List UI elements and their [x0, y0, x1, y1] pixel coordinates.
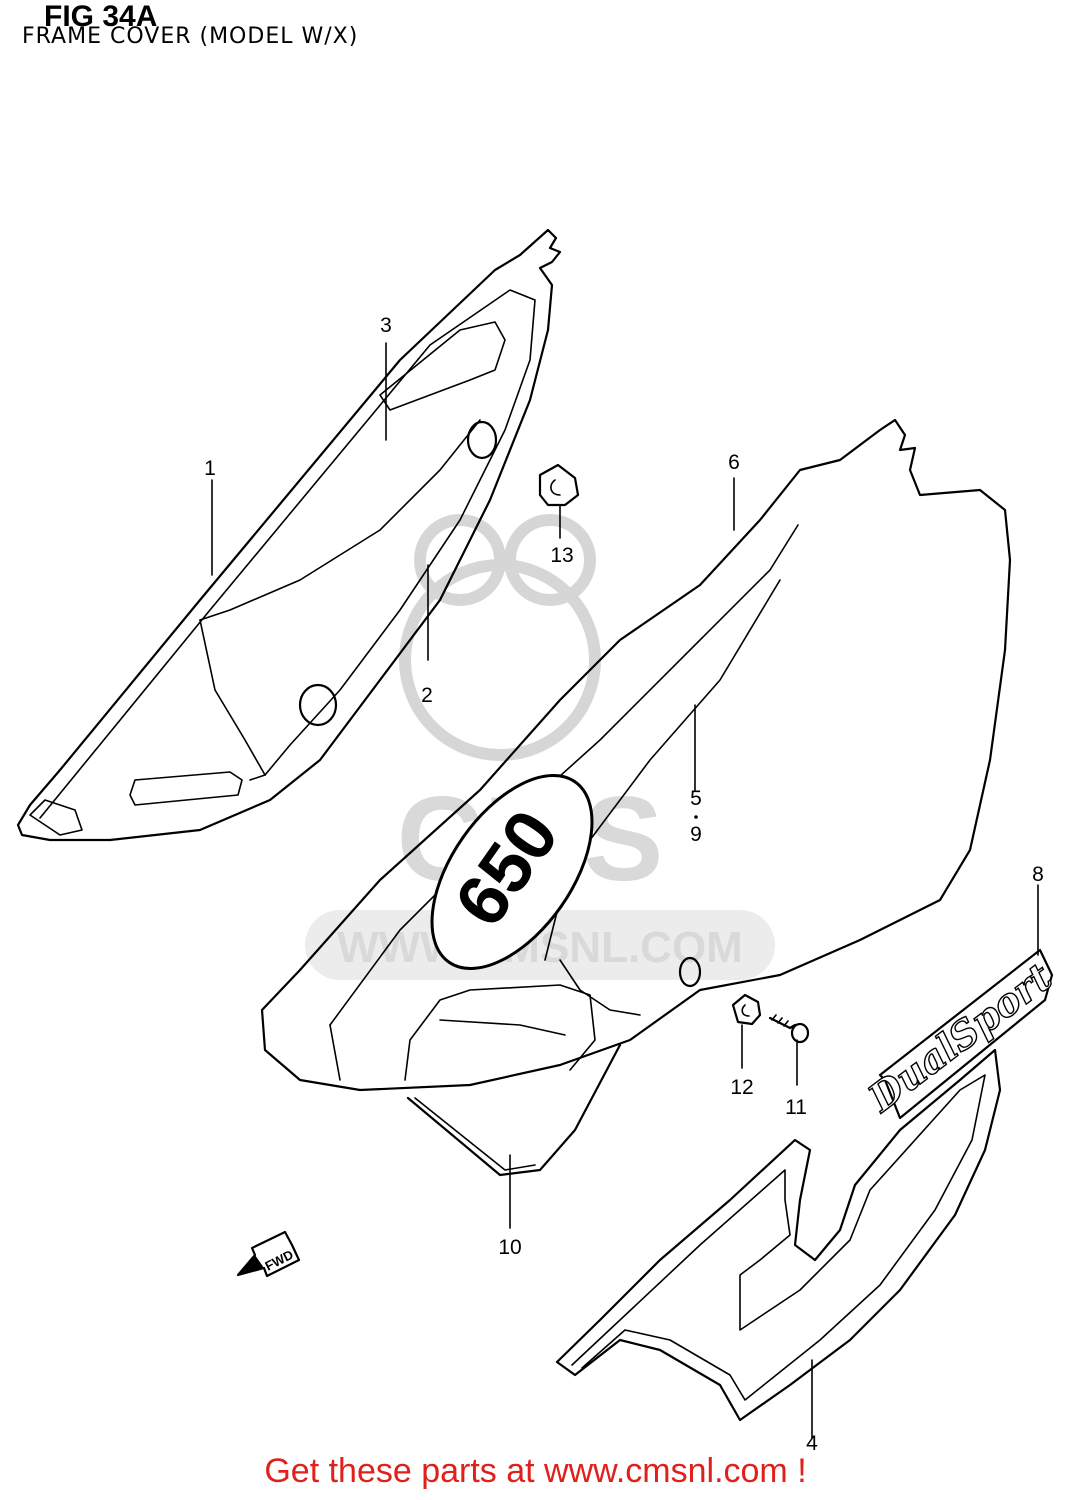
callout-5: 5: [690, 787, 702, 810]
watermark-mascot-ear-right: [504, 514, 596, 606]
grommet-13-slot: [550, 479, 561, 496]
frame-cover-mid-line: [199, 419, 481, 621]
side-cover-vent: [404, 984, 596, 1081]
callout-10: 10: [498, 1236, 521, 1259]
direction-arrow: FWD: [236, 1230, 301, 1278]
callouts: 1 2 3 4 5 9 6 8 10 11 12 13: [204, 314, 1044, 1455]
callout-12: 12: [730, 1076, 753, 1099]
screw-11-thread: [771, 1014, 789, 1027]
decal-panel-inner: [571, 1074, 986, 1401]
decal-panel: DualSport: [555, 948, 1061, 1422]
grommet-13: [538, 463, 580, 507]
side-cover-stripe-upper: [329, 524, 799, 1026]
callout-4: 4: [806, 1432, 818, 1455]
brand-emblem: DualSport: [858, 948, 1061, 1122]
callout-2: 2: [421, 684, 433, 707]
figure-subtitle: FRAME COVER (MODEL W/X): [22, 24, 359, 49]
brand-emblem-outline: [878, 948, 1054, 1120]
side-cover-stripe-end: [329, 1024, 341, 1081]
footer-parts-link[interactable]: Get these parts at www.cmsnl.com !: [264, 1452, 807, 1490]
callout-3: 3: [380, 314, 392, 337]
side-cover-stripe-hook: [559, 959, 641, 1016]
direction-arrow-head: [238, 1255, 264, 1275]
grommet-12: [731, 993, 762, 1026]
grommet-upper: [466, 420, 498, 460]
callout-11: 11: [785, 1096, 807, 1119]
grommet-12-body: [731, 993, 762, 1026]
callout-9: 9: [690, 823, 702, 846]
frame-cover-lower-line: [199, 619, 266, 776]
frame-cover-tip: [29, 799, 83, 836]
figure-title: FIG 34A: [44, 0, 158, 33]
side-cover-outline: [260, 418, 1012, 1092]
screw-11: [768, 1014, 810, 1044]
callout-5-9-separator: [694, 815, 698, 819]
frame-cover-outline: [16, 228, 562, 842]
callout-8: 8: [1032, 863, 1044, 886]
callout-6: 6: [728, 451, 740, 474]
frame-cover-left: [16, 228, 562, 842]
frame-cover-grip-slot: [129, 771, 243, 806]
frame-cover-vent-slot: [379, 321, 506, 411]
brand-emblem-text: DualSport: [859, 954, 1060, 1121]
callout-13: 13: [550, 544, 573, 567]
screw-11-head: [790, 1022, 810, 1044]
decal-panel-outline: [555, 1048, 1002, 1422]
side-cover-vent-fin: [439, 1019, 566, 1036]
lower-cover-outline: [406, 1043, 622, 1177]
direction-arrow-outline: [236, 1230, 301, 1278]
side-cover-right: 650: [260, 418, 1012, 1092]
screw-11-shank: [768, 1016, 797, 1030]
callout-1: 1: [204, 457, 216, 480]
grommet-lower: [298, 683, 338, 727]
leader-lines: [211, 342, 1039, 1439]
grommet-12-slot: [741, 1004, 750, 1017]
lower-cover-inner: [414, 1097, 536, 1171]
watermark-site-banner: [305, 910, 775, 980]
side-cover-grommet: [678, 956, 702, 988]
grommet-13-body: [538, 463, 580, 507]
model-emblem: 650: [430, 774, 594, 970]
lower-cover: [406, 1043, 622, 1177]
frame-cover-inner-edge: [39, 289, 536, 819]
